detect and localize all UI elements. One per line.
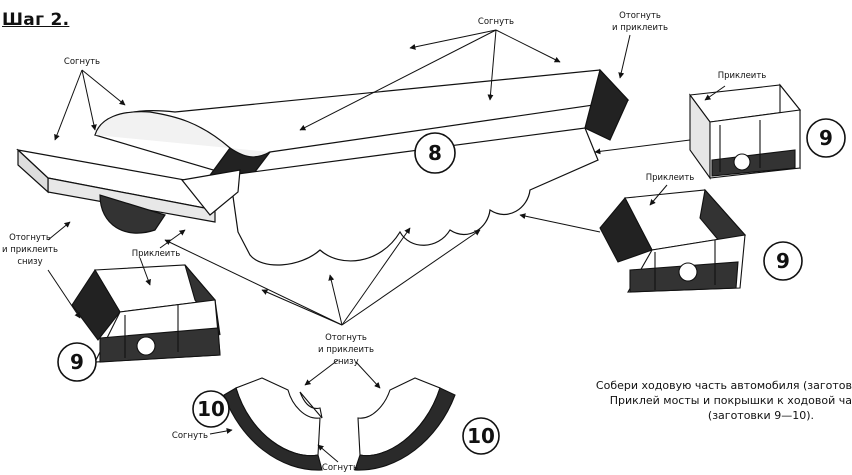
part-number-9-top: 9: [807, 119, 845, 157]
part-number-10-left: 10: [193, 391, 229, 427]
svg-text:9: 9: [819, 126, 833, 150]
part-number-9-left: 9: [58, 343, 96, 381]
tire-part-10-left: [224, 378, 322, 470]
label-fold-left: Согнуть: [64, 57, 100, 67]
svg-text:9: 9: [776, 249, 790, 273]
label-fold-under-left-3: снизу: [17, 257, 42, 267]
instructions-line-2: Приклей мосты и покрышки к ходовой ча: [540, 393, 852, 408]
chassis-part-8: [18, 70, 628, 265]
label-fold-under-center-2: и приклеить: [318, 345, 374, 355]
label-glue-left: Приклеить: [132, 249, 181, 259]
label-fold-top: Согнуть: [478, 17, 514, 27]
axle-part-9-left: [72, 265, 220, 362]
instructions-line-1: Собери ходовую часть автомобиля (заготов: [540, 378, 852, 393]
axle-part-9-mid: [600, 190, 745, 292]
part-number-8: 8: [415, 133, 455, 173]
label-fold-under-left-2: и приклеить: [2, 245, 58, 255]
part-number-10-right: 10: [463, 418, 499, 454]
svg-text:8: 8: [428, 141, 442, 165]
part-number-9-mid: 9: [764, 242, 802, 280]
label-fold-under-left-1: Отогнуть: [9, 233, 51, 243]
svg-text:10: 10: [197, 397, 225, 421]
instructions-text: Собери ходовую часть автомобиля (заготов…: [540, 378, 852, 423]
label-fold-back-glue-top-2: и приклеить: [612, 23, 668, 33]
label-fold-under-center-3: снизу: [333, 357, 358, 367]
label-fold-bottom-left: Согнуть: [172, 431, 208, 441]
label-fold-bottom-center: Согнуть: [322, 463, 358, 473]
tire-part-10-right: [355, 378, 455, 470]
instructions-line-3: (заготовки 9—10).: [540, 408, 852, 423]
label-fold-back-glue-top-1: Отогнуть: [619, 11, 661, 21]
label-glue-right-mid: Приклеить: [646, 173, 695, 183]
svg-text:9: 9: [70, 350, 84, 374]
label-glue-right-top: Приклеить: [718, 71, 767, 81]
label-fold-under-center-1: Отогнуть: [325, 333, 367, 343]
svg-text:10: 10: [467, 424, 495, 448]
